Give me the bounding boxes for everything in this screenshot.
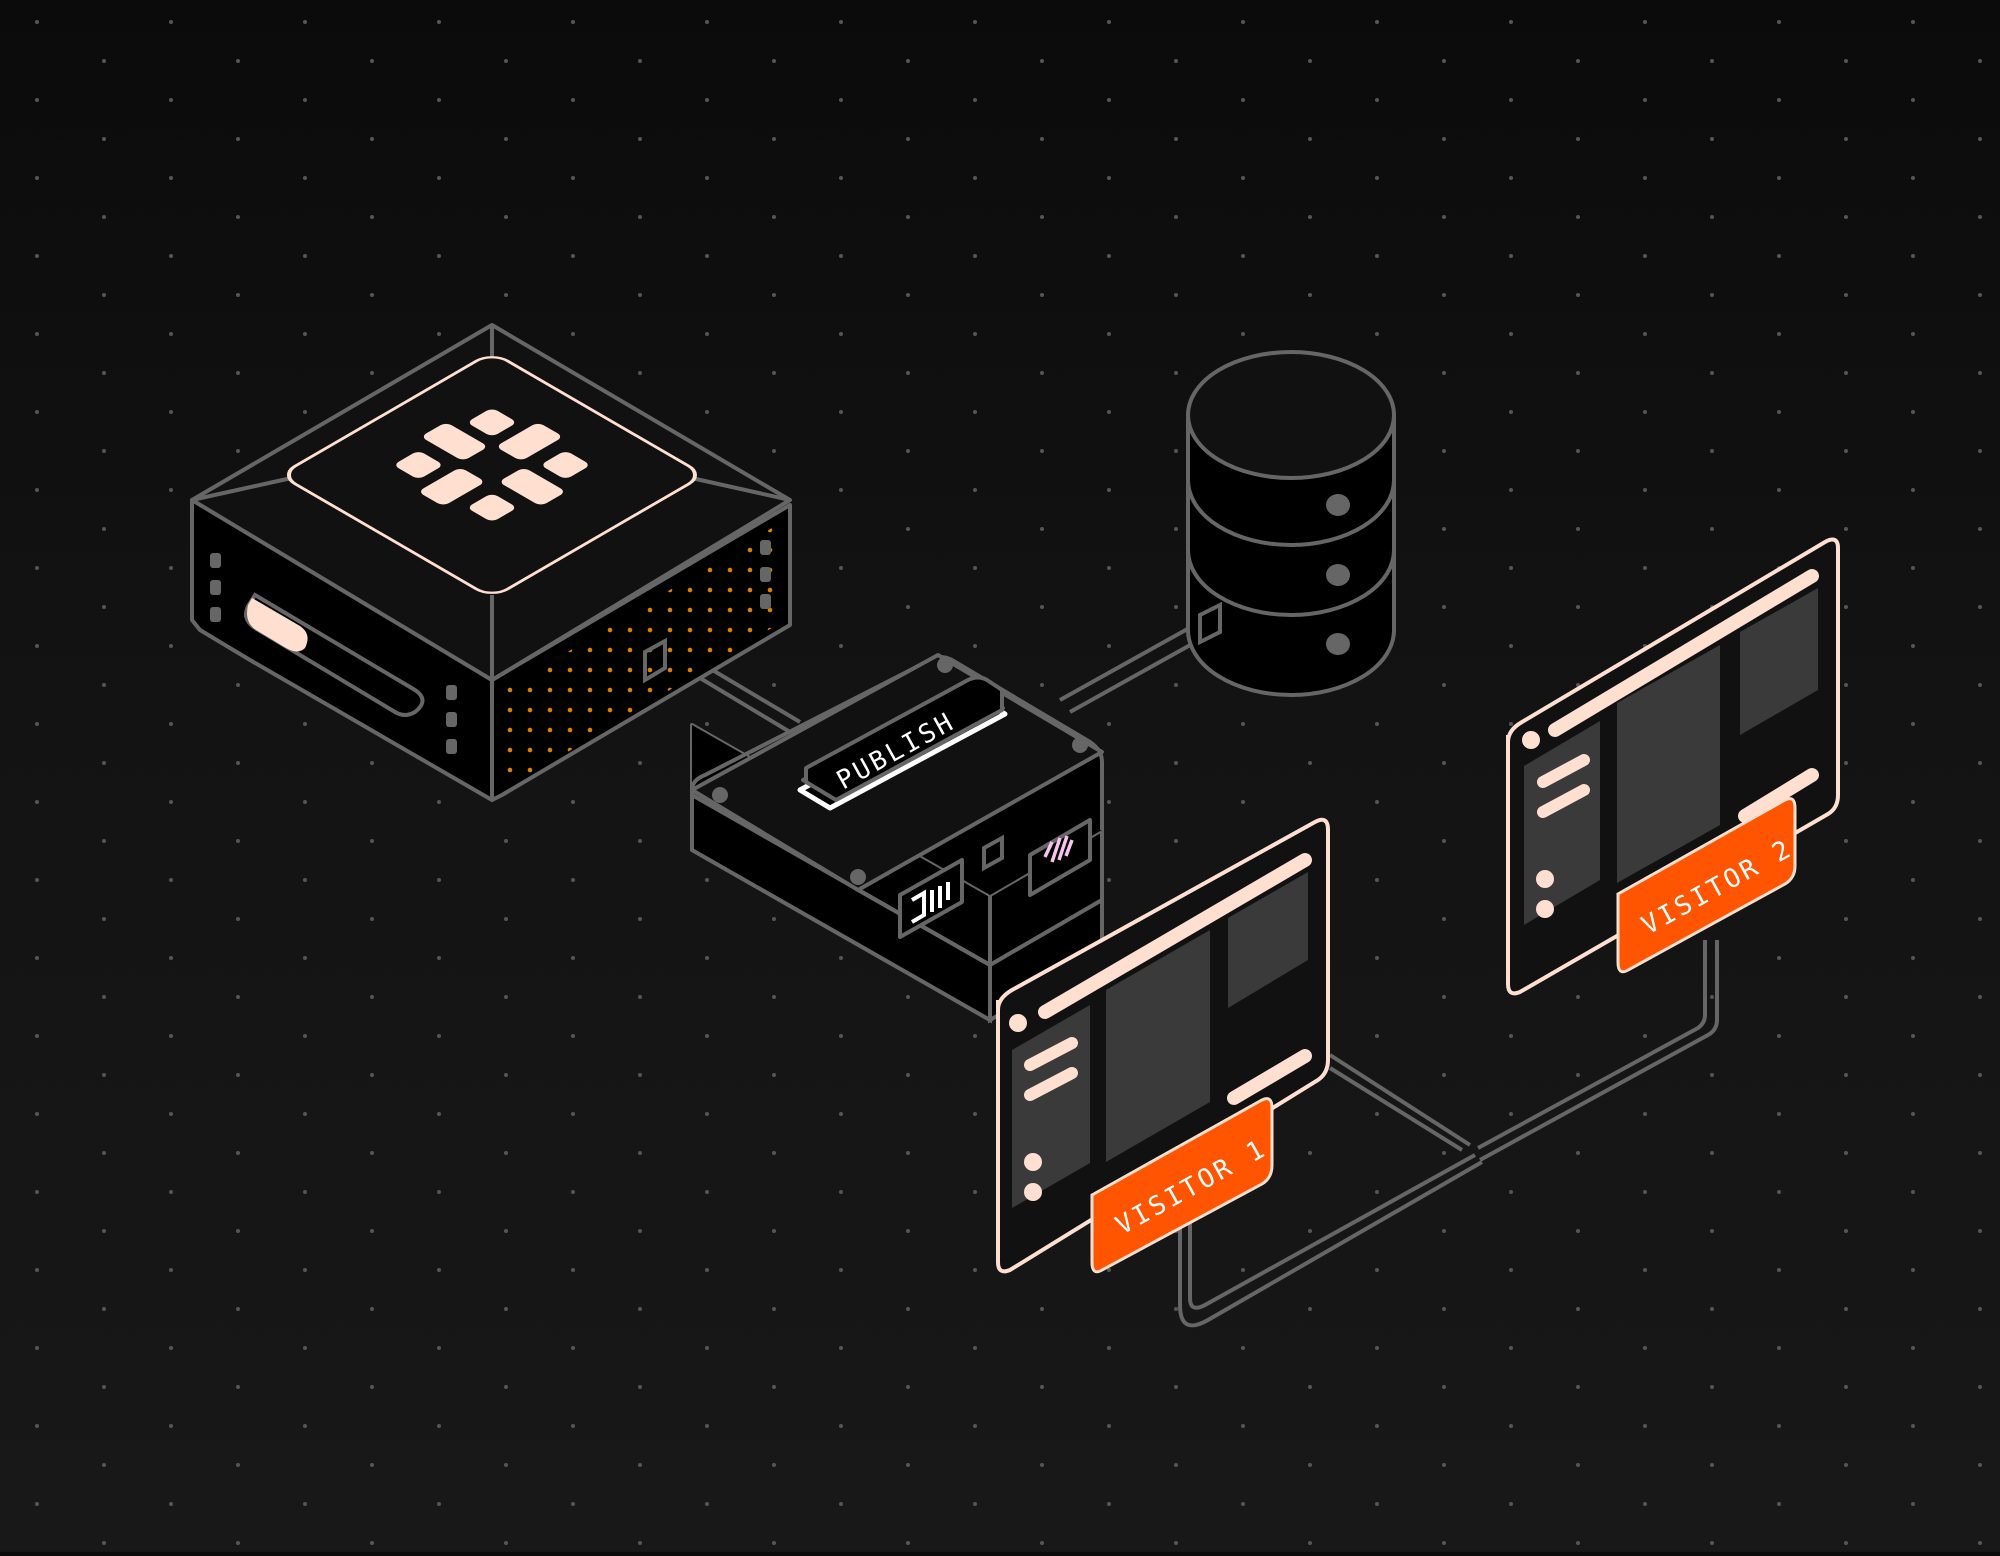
hub-port [982,834,1004,872]
logo-plate [286,356,698,594]
power-indicator-icon [247,598,308,652]
bars-glyph-icon [1043,835,1074,863]
wires [648,620,1719,1328]
database-icon [1186,350,1396,697]
database-port [1198,601,1222,646]
server-port [643,637,667,684]
code-glyph-icon [910,882,950,924]
publish-hub: PUBLISH [690,653,1104,1024]
publish-button[interactable]: PUBLISH [797,675,1008,811]
server-node [190,323,792,802]
vent-blocks [210,540,771,754]
asterisk-logo-icon [396,409,588,521]
